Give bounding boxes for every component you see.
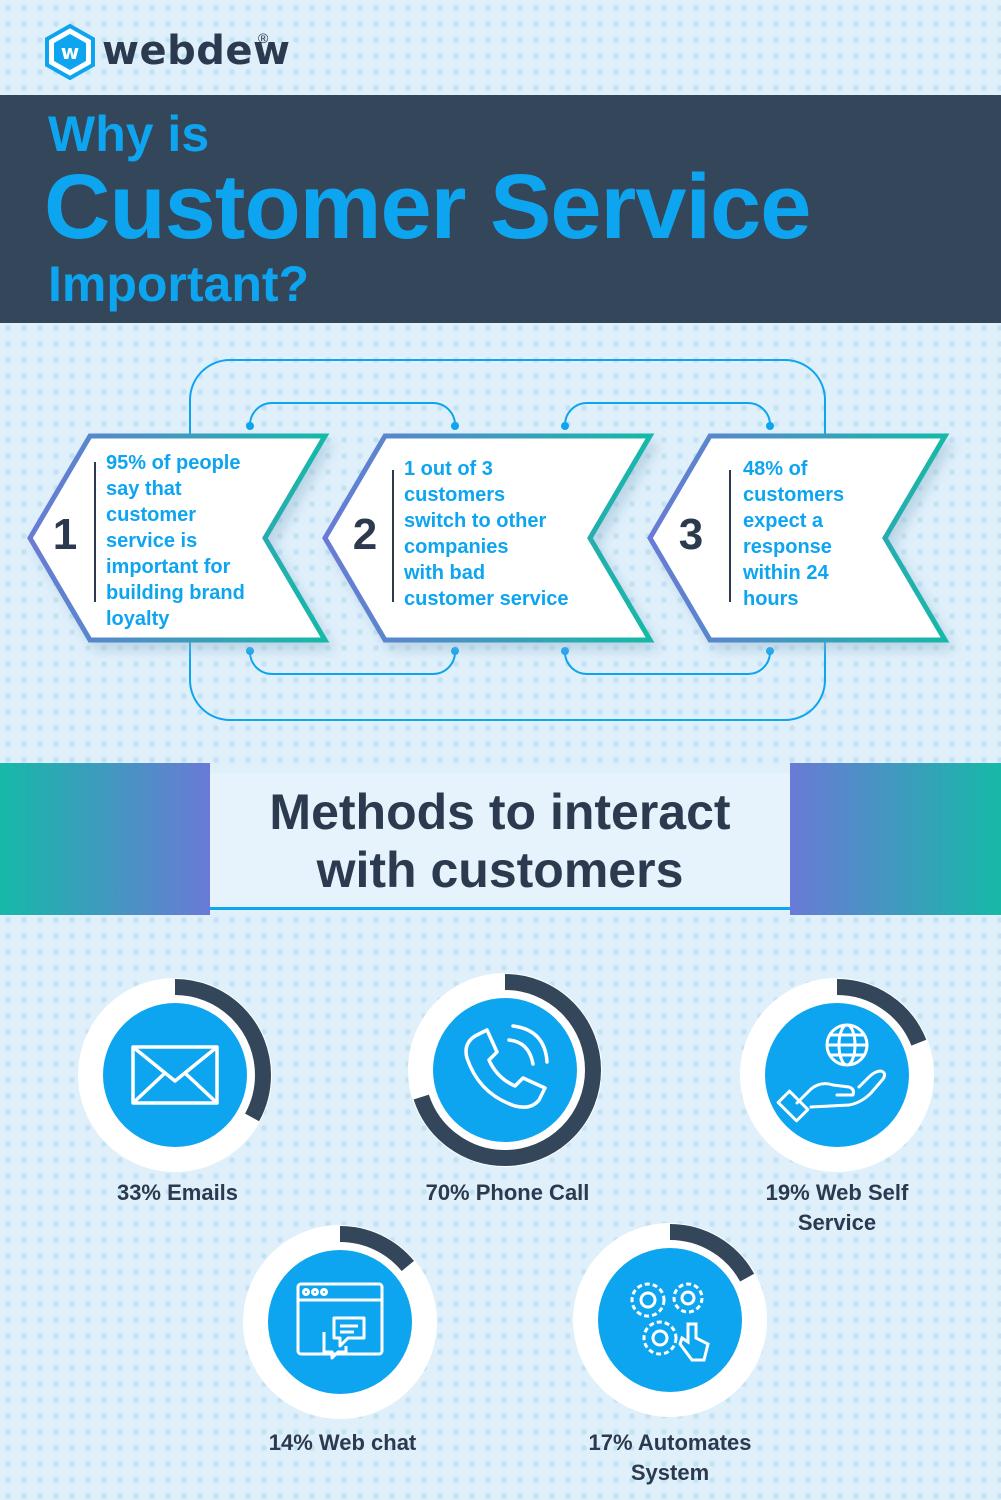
method-web-self-service-label: 19% Web Self Service [765, 1180, 909, 1235]
methods-title: Methods to interact with customers [269, 784, 731, 898]
globe-hand-icon [776, 1023, 887, 1123]
method-automates-system-progress-arc [574, 1224, 766, 1416]
gears-icon-hubs [639, 1290, 710, 1362]
stat-2-divider [392, 470, 394, 602]
method-web-chat-ring [243, 1225, 437, 1419]
stat-3-divider [729, 470, 731, 602]
method-phone-progress-arc [409, 974, 601, 1166]
method-emails-label: 33% Emails [116, 1180, 239, 1205]
logo-hexagon-icon: w [45, 24, 95, 80]
stat-1-number: 1 [52, 510, 78, 559]
method-web-self-service-ring [740, 978, 934, 1172]
methods-banner-left-bar [0, 763, 210, 915]
method-emails-progress-arc [79, 979, 271, 1171]
browser-chat-icon [296, 1282, 384, 1360]
methods-banner-right-bar [790, 763, 1001, 915]
methods-banner: Methods to interact with customers [210, 773, 790, 910]
header-banner: Why is Customer Service Important? [0, 95, 1001, 323]
method-automates-system-ring [573, 1223, 767, 1417]
brand-name: webdew [102, 28, 291, 74]
stat-2-text: 1 out of 3 customers switch to other com… [404, 458, 569, 610]
phone-icon [464, 1024, 549, 1109]
stat-2-number: 2 [352, 510, 378, 559]
method-web-chat-progress-arc [244, 1226, 436, 1418]
brand-registered-mark: ® [258, 30, 269, 46]
envelope-icon [131, 1045, 219, 1105]
method-phone-ring [408, 973, 602, 1167]
method-phone-label: 70% Phone Call [425, 1180, 590, 1205]
brand-logo: w webdew ® [44, 24, 290, 80]
method-web-chat-label: 14% Web chat [268, 1430, 417, 1455]
title-line-1: Why is [48, 106, 210, 162]
title-line-3: Important? [48, 256, 310, 312]
gears-icon [630, 1282, 704, 1356]
title-line-2: Customer Service [44, 156, 811, 258]
method-web-self-service-progress-arc [741, 979, 933, 1171]
stat-3-number: 3 [678, 510, 704, 559]
method-automates-system-label: 17% Automates System [588, 1430, 752, 1485]
stat-3-text: 48% of customers expect a response withi… [743, 458, 845, 610]
stat-1-text: 95% of people say that customer service … [106, 452, 245, 630]
method-emails-ring [78, 978, 272, 1172]
logo-mark-letter: w [61, 40, 79, 64]
stat-1-divider [94, 462, 96, 602]
